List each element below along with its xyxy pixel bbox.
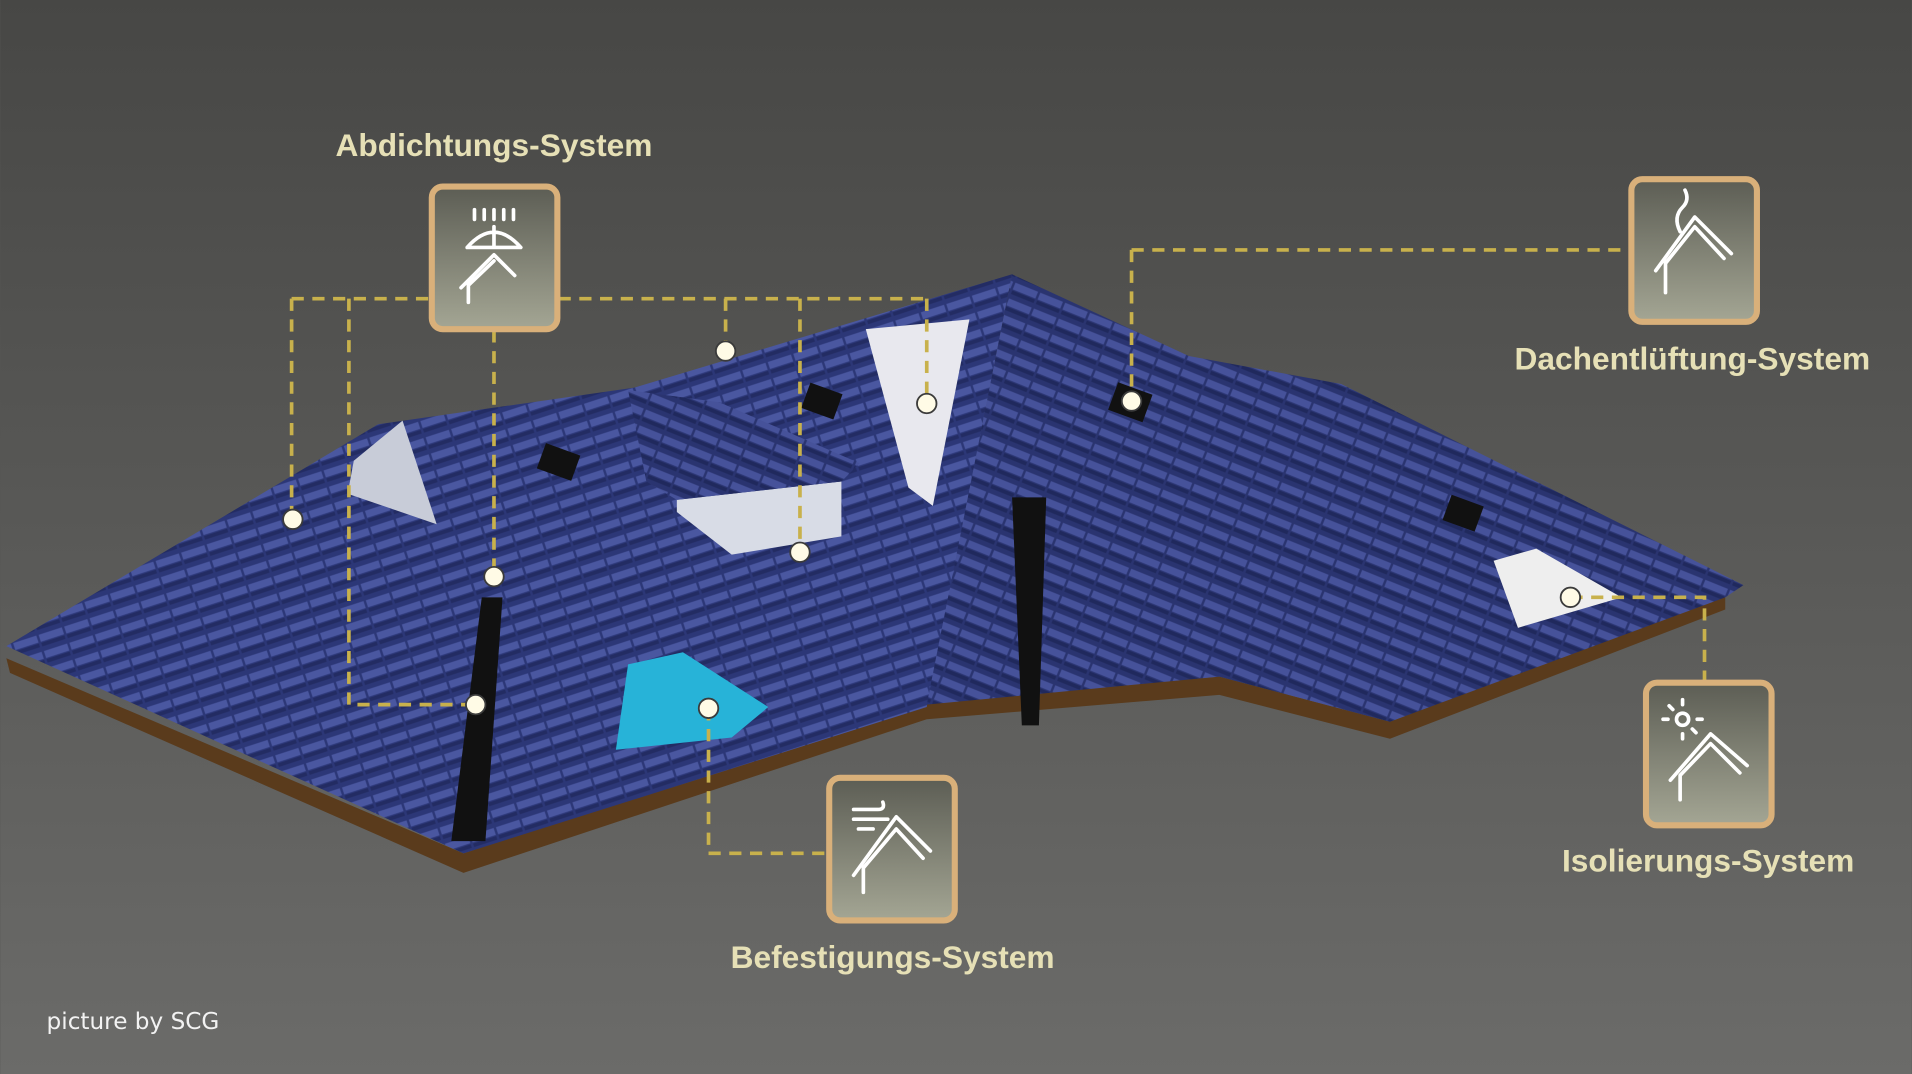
roof-vent [801,382,843,420]
roof-vent [536,443,581,481]
vent-house-icon [1653,188,1734,295]
hip-ridge-black-left [451,597,503,842]
roof-eave [6,594,1726,873]
connector-lines [289,248,1707,856]
insulation-panel [615,652,769,750]
insulation-system-box[interactable] [1642,679,1775,829]
hip-ridge-black-center [1012,497,1047,726]
label-insulation-system: Isolierungs-System [1562,843,1854,879]
insulation-sheet-right [1493,548,1622,628]
wind-house-icon [851,800,933,895]
valley-membrane [865,319,970,506]
umbrella-rain-house-icon [459,207,523,305]
gable-left [347,420,437,525]
ventilation-system-box[interactable] [1628,176,1760,325]
roof-vent [1442,494,1484,532]
fastening-system-box[interactable] [826,774,958,924]
label-fastening-system: Befestigungs-System [731,939,1055,975]
label-sealing-system: Abdichtungs-System [336,127,653,163]
image-credit: picture by SCG [47,1009,220,1035]
label-ventilation-system: Dachentlüftung-System [1514,340,1870,376]
marker-dots [282,340,1582,719]
sun-house-icon [1661,697,1750,802]
